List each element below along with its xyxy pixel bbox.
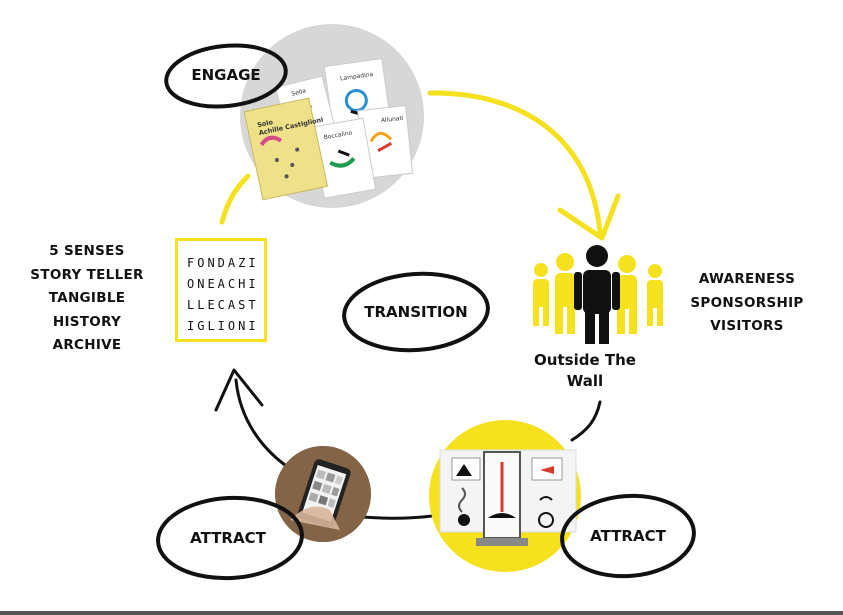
booklet-cards-photo: Lampadina Sella Allunati Boccalino [243, 57, 414, 201]
transition-label: TRANSITION [364, 303, 467, 321]
outside-line-1: Outside The [534, 351, 636, 369]
attract-left-label: ATTRACT [190, 529, 266, 547]
card-label-a: Lampadina [340, 71, 374, 83]
outside-line-2: Wall [566, 372, 604, 390]
outside-the-wall-label: Outside The Wall [525, 350, 645, 392]
connector-outside-to-panel [570, 400, 602, 442]
smartphone-photo [275, 446, 371, 542]
list-item: ARCHIVE [52, 337, 122, 353]
logo-line-3: LLECAST [187, 298, 259, 312]
arrow-engage-to-outside [427, 90, 603, 235]
arrow-head-phone-to-fondazione [214, 368, 264, 412]
attract-right-label: ATTRACT [590, 527, 666, 545]
senses-list: 5 SENSES STORY TELLER TANGIBLE HISTORY A… [22, 240, 152, 358]
engage-label: ENGAGE [191, 66, 260, 84]
arrow-head-engage-to-outside [557, 193, 621, 241]
list-item: VISITORS [710, 318, 784, 334]
logo-line-4: IGLIONI [187, 319, 259, 333]
arrow-phone-to-fondazione [234, 378, 294, 472]
awareness-list: AWARENESS SPONSORSHIP VISITORS [688, 268, 806, 339]
logo-line-1: FONDAZI [187, 256, 259, 270]
transition-ellipse [342, 271, 490, 353]
list-item: STORY TELLER [30, 266, 144, 283]
engage-ellipse [164, 43, 288, 109]
attract-left-ellipse [156, 495, 304, 581]
logo-line-2: ONEACHI [187, 277, 259, 291]
fondazione-logo: FONDAZI ONEACHI LLECAST IGLIONI [175, 238, 267, 342]
list-item: HISTORY [52, 313, 122, 330]
card-label-d: Allunati [381, 115, 405, 124]
list-item: 5 SENSES [49, 243, 125, 259]
card-label-c: Boccalino [323, 129, 353, 141]
card-label-b: Sella [291, 87, 307, 97]
bottom-divider [0, 611, 843, 615]
attract-right-ellipse [560, 493, 696, 579]
exhibition-panel-photo [439, 449, 577, 546]
list-item: AWARENESS [698, 271, 796, 287]
arrow-fondazione-to-engage [219, 173, 251, 225]
booklet-title: Solo [256, 118, 274, 129]
list-item: TANGIBLE [48, 290, 126, 306]
people-group-icon [533, 245, 663, 344]
list-item: SPONSORSHIP [690, 294, 804, 311]
